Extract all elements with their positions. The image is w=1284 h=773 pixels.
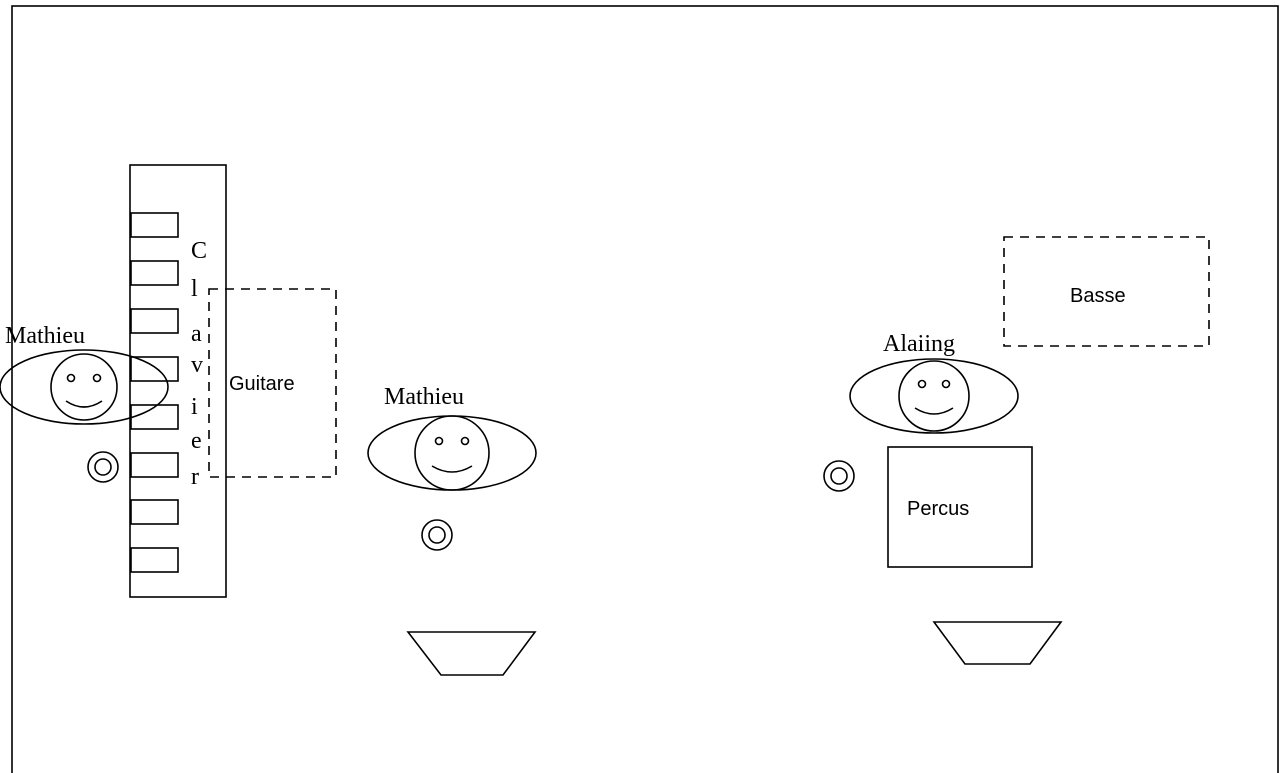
bass-amp: Basse — [1003, 236, 1210, 347]
eye — [460, 436, 470, 446]
musician-name: Alaiing — [883, 331, 955, 357]
eye — [92, 373, 102, 383]
speaker-wedge-center — [406, 631, 537, 676]
musician-mathieu-left: Mathieu — [0, 323, 169, 425]
keyboard-key — [130, 308, 179, 334]
keyboard-key — [130, 499, 179, 525]
percussion-box — [887, 446, 1033, 568]
smile — [914, 407, 954, 415]
musician-mathieu-center: Mathieu — [367, 384, 537, 491]
smile — [431, 465, 473, 473]
musician-alaiing: Alaiing — [849, 331, 1019, 434]
eye — [941, 379, 951, 389]
monitor-center — [421, 519, 453, 551]
bass-amp-box — [1003, 236, 1210, 347]
keyboard-key — [130, 212, 179, 238]
clavier-letter: r — [191, 464, 199, 490]
clavier-letter: i — [191, 394, 198, 420]
face-icon — [414, 415, 490, 491]
smile — [65, 400, 103, 408]
eye — [434, 436, 444, 446]
clavier-letter: l — [191, 276, 198, 302]
keyboard-key — [130, 404, 179, 430]
percussion: Percus — [887, 446, 1033, 568]
keyboard-key — [130, 260, 179, 286]
musician-body — [849, 358, 1019, 434]
eye — [66, 373, 76, 383]
keyboard-key — [130, 547, 179, 573]
face-icon — [50, 353, 118, 421]
face-icon — [898, 360, 970, 432]
eye — [917, 379, 927, 389]
monitor-left — [87, 451, 119, 483]
keyboard-key — [130, 452, 179, 478]
keyboard-body — [129, 164, 227, 598]
monitor-icon — [823, 460, 855, 492]
bass-label: Basse — [1070, 285, 1126, 307]
clavier-letter: C — [191, 238, 207, 264]
musician-body — [367, 415, 537, 491]
clavier-letter: e — [191, 428, 202, 454]
musician-name: Mathieu — [5, 323, 85, 349]
clavier-letter: v — [191, 352, 203, 378]
speaker-wedge-right — [932, 621, 1063, 665]
musician-name: Mathieu — [384, 384, 464, 410]
monitor-icon — [87, 451, 119, 483]
guitar-amp-box — [208, 288, 337, 478]
monitor-right — [823, 460, 855, 492]
guitar-amp: Guitare — [208, 288, 337, 478]
keyboard: C l a v i e r — [129, 164, 227, 598]
keyboard-key — [130, 356, 179, 382]
musician-body — [0, 349, 169, 425]
percussion-label: Percus — [907, 498, 969, 520]
monitor-icon — [421, 519, 453, 551]
stage-frame — [11, 5, 1279, 773]
clavier-letter: a — [191, 321, 202, 347]
guitar-label: Guitare — [229, 373, 295, 395]
